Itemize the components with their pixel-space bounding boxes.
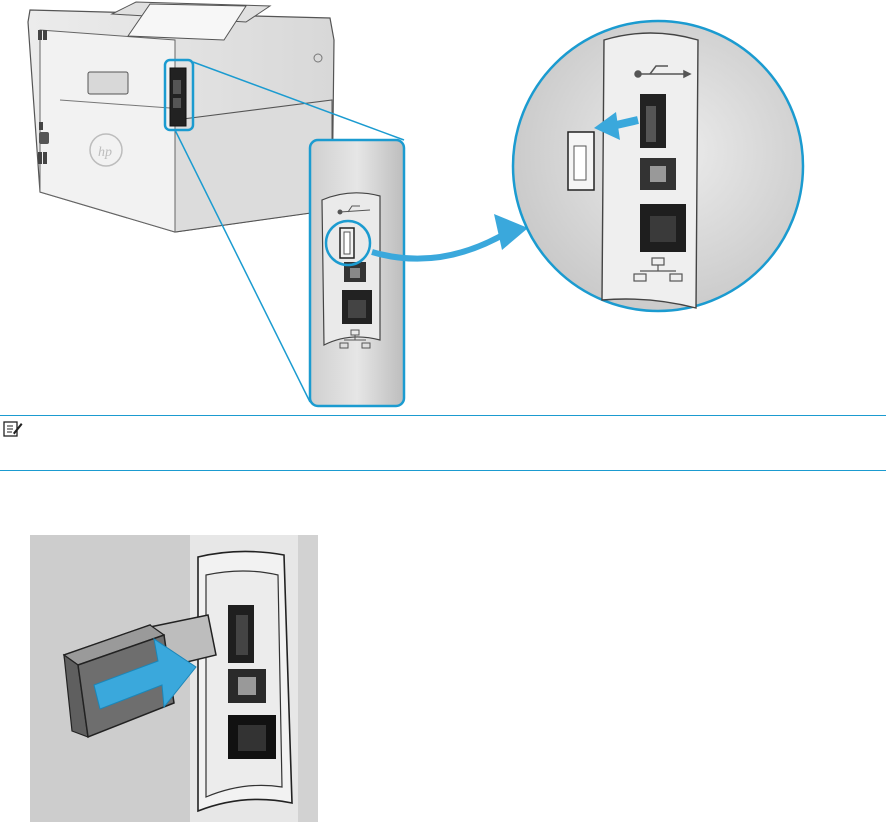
svg-text:hp: hp bbox=[98, 145, 112, 160]
note-bottom-rule bbox=[0, 470, 886, 471]
usb-insert-figure bbox=[30, 535, 318, 822]
printer-illustration: hp bbox=[28, 2, 334, 232]
note-icon bbox=[3, 420, 23, 438]
note-top-rule bbox=[0, 415, 886, 416]
port-zoom-circle bbox=[513, 21, 803, 311]
printer-rear-figure: hp bbox=[0, 0, 886, 410]
port-zoom-strip bbox=[310, 140, 404, 406]
